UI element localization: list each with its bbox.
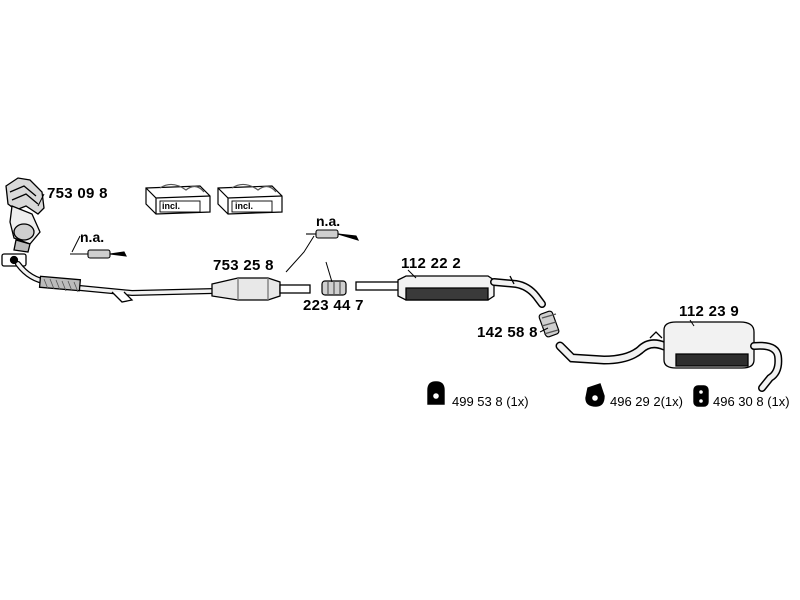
converter-drawing bbox=[211, 277, 311, 301]
kit-box-2-drawing bbox=[217, 183, 283, 215]
middle-silencer-drawing bbox=[355, 275, 546, 308]
exhaust-manifold-drawing bbox=[1, 177, 45, 267]
part-label-middle-silencer: 112 22 2 bbox=[401, 255, 461, 272]
part-label-rear-silencer: 112 23 9 bbox=[679, 303, 739, 320]
part-label-clamp: 142 58 8 bbox=[477, 324, 538, 341]
hanger-496-30-icon bbox=[693, 385, 709, 407]
connector-drawing bbox=[321, 280, 347, 296]
hanger-496-29-icon bbox=[585, 383, 605, 407]
hardware-label-496-30: 496 30 8 (1x) bbox=[713, 394, 790, 409]
leader-lines bbox=[37, 193, 695, 333]
note-sensor-rear: n.a. bbox=[316, 213, 341, 229]
clamp-drawing bbox=[538, 310, 560, 338]
part-label-converter: 753 25 8 bbox=[213, 257, 274, 274]
kit-box-1-drawing bbox=[145, 183, 211, 215]
front-pipe-drawing bbox=[15, 261, 217, 303]
kit-label-1: incl. bbox=[162, 201, 181, 211]
hardware-label-499: 499 53 8 (1x) bbox=[452, 394, 529, 409]
rear-silencer-drawing bbox=[555, 321, 783, 392]
hardware-label-496-29: 496 29 2(1x) bbox=[610, 394, 683, 409]
sensor-rear-drawing bbox=[306, 229, 360, 241]
part-label-manifold: 753 09 8 bbox=[47, 185, 108, 202]
part-label-connector: 223 44 7 bbox=[303, 297, 364, 314]
hanger-499-icon bbox=[427, 381, 445, 405]
kit-label-2: incl. bbox=[235, 201, 254, 211]
sensor-front-drawing bbox=[70, 249, 127, 259]
note-sensor-front: n.a. bbox=[80, 229, 105, 245]
